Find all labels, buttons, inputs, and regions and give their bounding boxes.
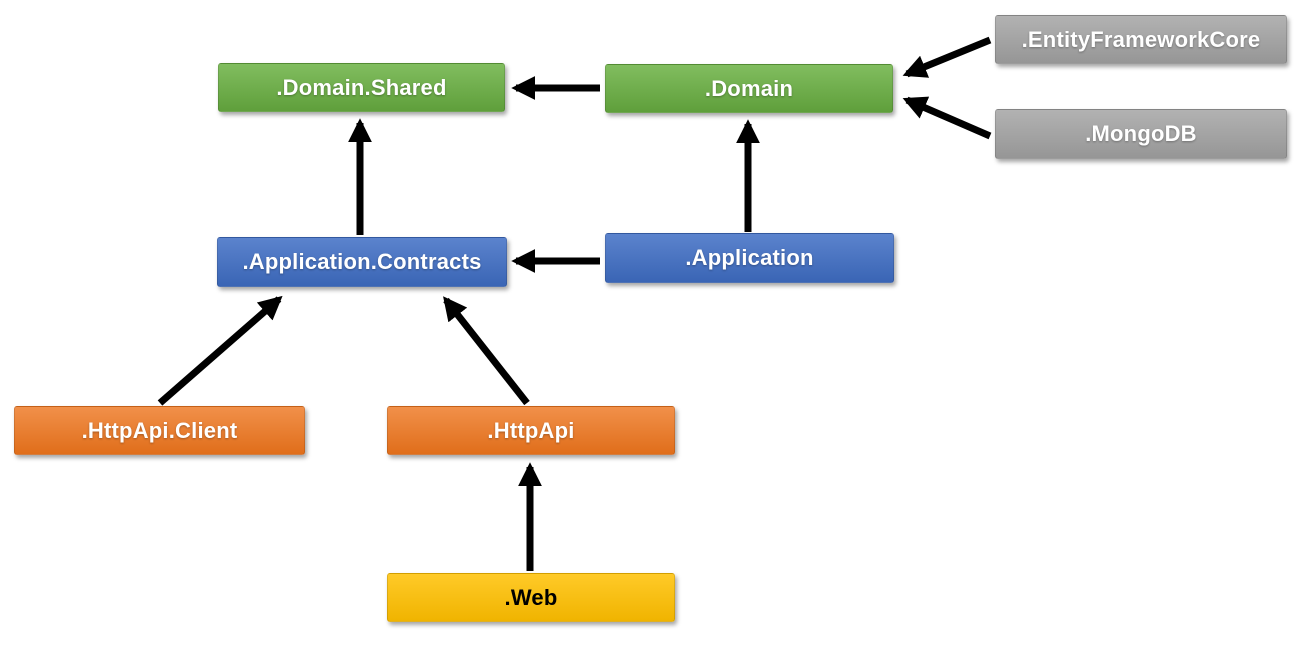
node-mongodb: .MongoDB: [995, 109, 1287, 159]
node-entity-framework-core: .EntityFrameworkCore: [995, 15, 1287, 64]
arrow-httpapi-to-application-contracts: [443, 296, 530, 406]
node-mongodb-label: .MongoDB: [1085, 121, 1197, 146]
node-web-label: .Web: [504, 584, 558, 610]
node-httpapi: .HttpApi: [387, 406, 675, 455]
node-entity-framework-core-label: .EntityFrameworkCore: [1021, 26, 1261, 52]
arrow-entity-framework-core-to-domain: [902, 36, 992, 78]
node-domain-shared: .Domain.Shared: [218, 63, 505, 112]
node-application-label: .Application: [685, 245, 814, 270]
arrow-httpapi-client-to-application-contracts: [157, 295, 283, 406]
node-httpapi-client-label: .HttpApi.Client: [81, 417, 238, 443]
node-domain: .Domain: [605, 64, 893, 113]
node-application-contracts-label: .Application.Contracts: [242, 249, 482, 274]
node-httpapi-client: .HttpApi.Client: [14, 406, 305, 455]
arrow-mongodb-to-domain: [902, 96, 992, 140]
node-domain-label: .Domain: [704, 75, 794, 101]
node-httpapi-label: .HttpApi: [487, 417, 575, 443]
node-application: .Application: [605, 233, 894, 283]
node-domain-shared-label: .Domain.Shared: [276, 74, 447, 100]
node-web: .Web: [387, 573, 675, 622]
node-application-contracts: .Application.Contracts: [217, 237, 507, 287]
